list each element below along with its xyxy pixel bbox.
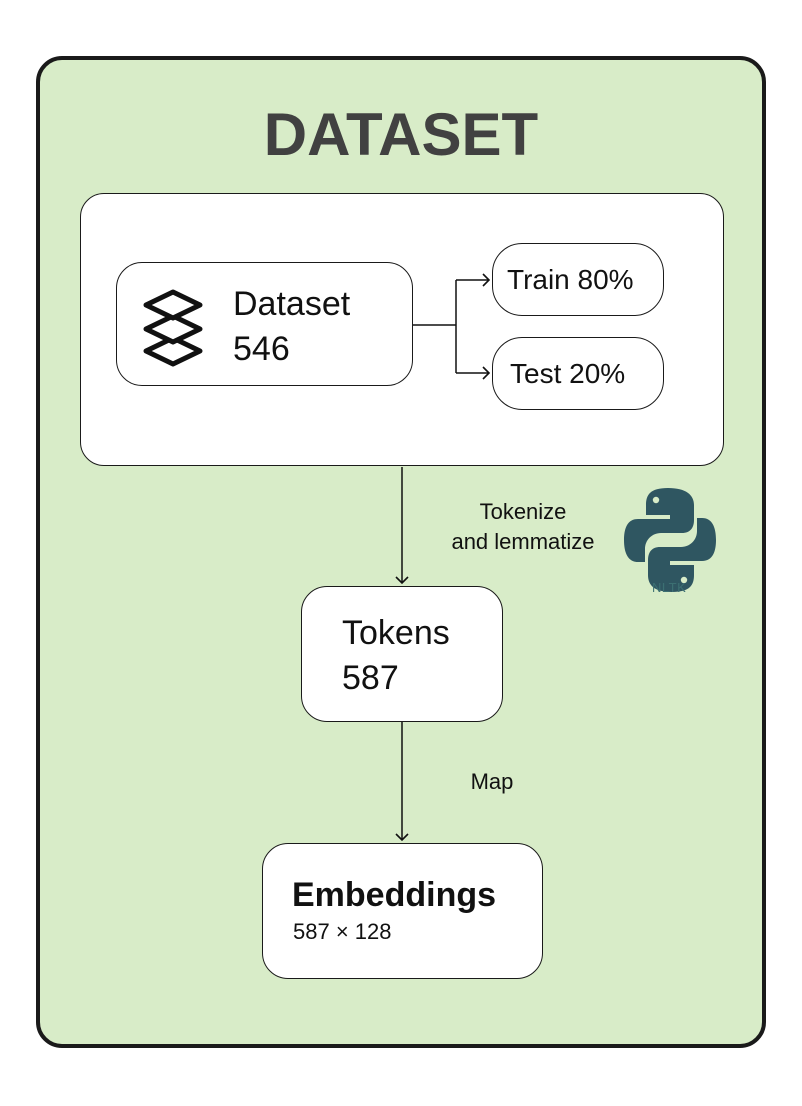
tokens-count: 587 xyxy=(342,659,399,697)
embeddings-label: Embeddings xyxy=(292,876,497,914)
test-split-node xyxy=(492,337,664,410)
tokens-label: Tokens xyxy=(342,614,450,652)
dataset-count: 546 xyxy=(233,330,290,368)
train-split-label: Train 80% xyxy=(507,264,634,295)
train-split-node xyxy=(492,243,664,316)
test-split-label: Test 20% xyxy=(510,358,626,389)
embeddings-dims: 587 × 128 xyxy=(293,919,392,944)
map-label: Map xyxy=(470,769,514,794)
diagram-title: DATASET xyxy=(263,101,539,168)
tokenize-label-line2: and lemmatize xyxy=(451,529,595,554)
tokenize-label-line1: Tokenize xyxy=(479,499,567,524)
embeddings-node xyxy=(262,843,543,979)
dataset-label: Dataset xyxy=(233,285,351,323)
tokens-node xyxy=(301,586,503,722)
nltk-label: NLTK xyxy=(652,580,687,595)
